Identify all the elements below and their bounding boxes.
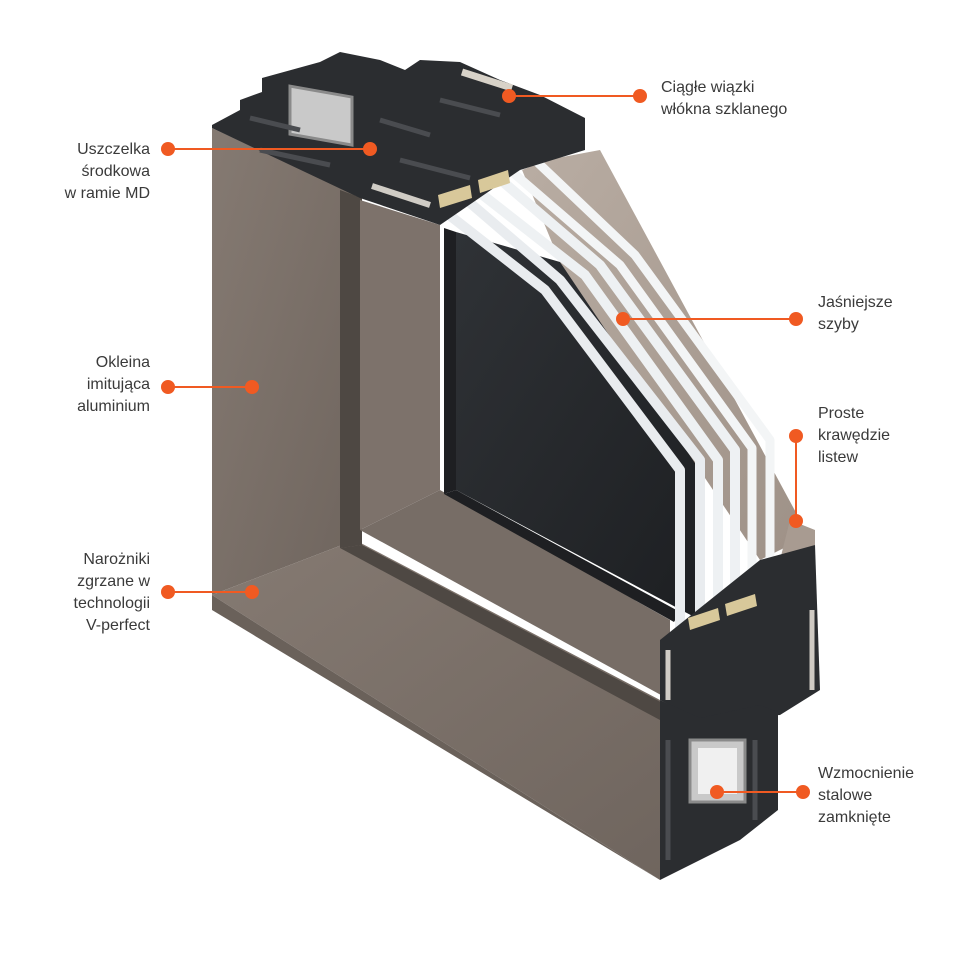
dot-edges-start	[789, 429, 803, 443]
bottom-chambers	[665, 740, 758, 860]
top-spacer-2	[478, 170, 510, 193]
callout-label-gasket: Uszczelka środkowa w ramie MD	[64, 141, 150, 202]
bottom-spacer-1	[688, 608, 720, 630]
top-spacer-1	[438, 185, 472, 208]
dot-glass-end	[789, 312, 803, 326]
right-edge-wood	[780, 520, 815, 560]
glass-dark-area	[456, 232, 700, 620]
glazing	[425, 150, 800, 645]
dot-edges-end	[789, 514, 803, 528]
outer-frame	[212, 128, 672, 880]
right-edge-section	[660, 520, 820, 720]
callout-label-edges: Proste krawędzie listew	[818, 405, 891, 466]
dot-corners-start	[161, 585, 175, 599]
top-steel-reinforcement	[288, 84, 354, 147]
dot-glass-start	[616, 312, 630, 326]
frame-bottom-face	[212, 540, 660, 880]
callout-label-steel: Wzmocnienie stalowe zamknięte	[818, 765, 915, 826]
dot-fiber-end	[633, 89, 647, 103]
dot-corners-end	[245, 585, 259, 599]
dot-gasket-start	[161, 142, 175, 156]
callout-lines	[168, 95, 803, 793]
top-profile-section	[212, 52, 585, 225]
sash-gasket-line-bottom	[444, 490, 680, 622]
frame-left-inner-bevel	[340, 190, 362, 548]
dot-foil-end	[245, 380, 259, 394]
sash-gasket-line-left	[444, 228, 456, 494]
top-chambers	[249, 97, 501, 181]
frame-left-face	[212, 128, 355, 595]
callout-dots	[161, 89, 810, 799]
callout-label-glass: Jaśniejsze szyby	[818, 294, 893, 333]
top-gasket-strip	[371, 183, 431, 208]
dot-fiber-start	[502, 89, 516, 103]
dot-gasket-end	[363, 142, 377, 156]
dot-steel-start	[710, 785, 724, 799]
sash-left-face	[360, 200, 440, 530]
callout-label-corners: Narożniki zgrzane w technologii V-perfec…	[73, 551, 151, 634]
dot-foil-start	[161, 380, 175, 394]
sash-bottom-face	[360, 490, 670, 700]
callout-label-fiber: Ciągłe wiązki włókna szklanego	[661, 79, 788, 118]
top-fiber-strands	[460, 68, 514, 92]
sash	[360, 200, 680, 700]
dot-steel-end	[796, 785, 810, 799]
right-edge-profile	[660, 545, 820, 720]
bottom-spacer-2	[725, 594, 757, 616]
callout-label-foil: Okleina imitująca aluminium	[77, 354, 150, 415]
frame-bottom-inner-bevel	[340, 545, 672, 720]
frame-bottom-face-lower	[212, 595, 660, 880]
